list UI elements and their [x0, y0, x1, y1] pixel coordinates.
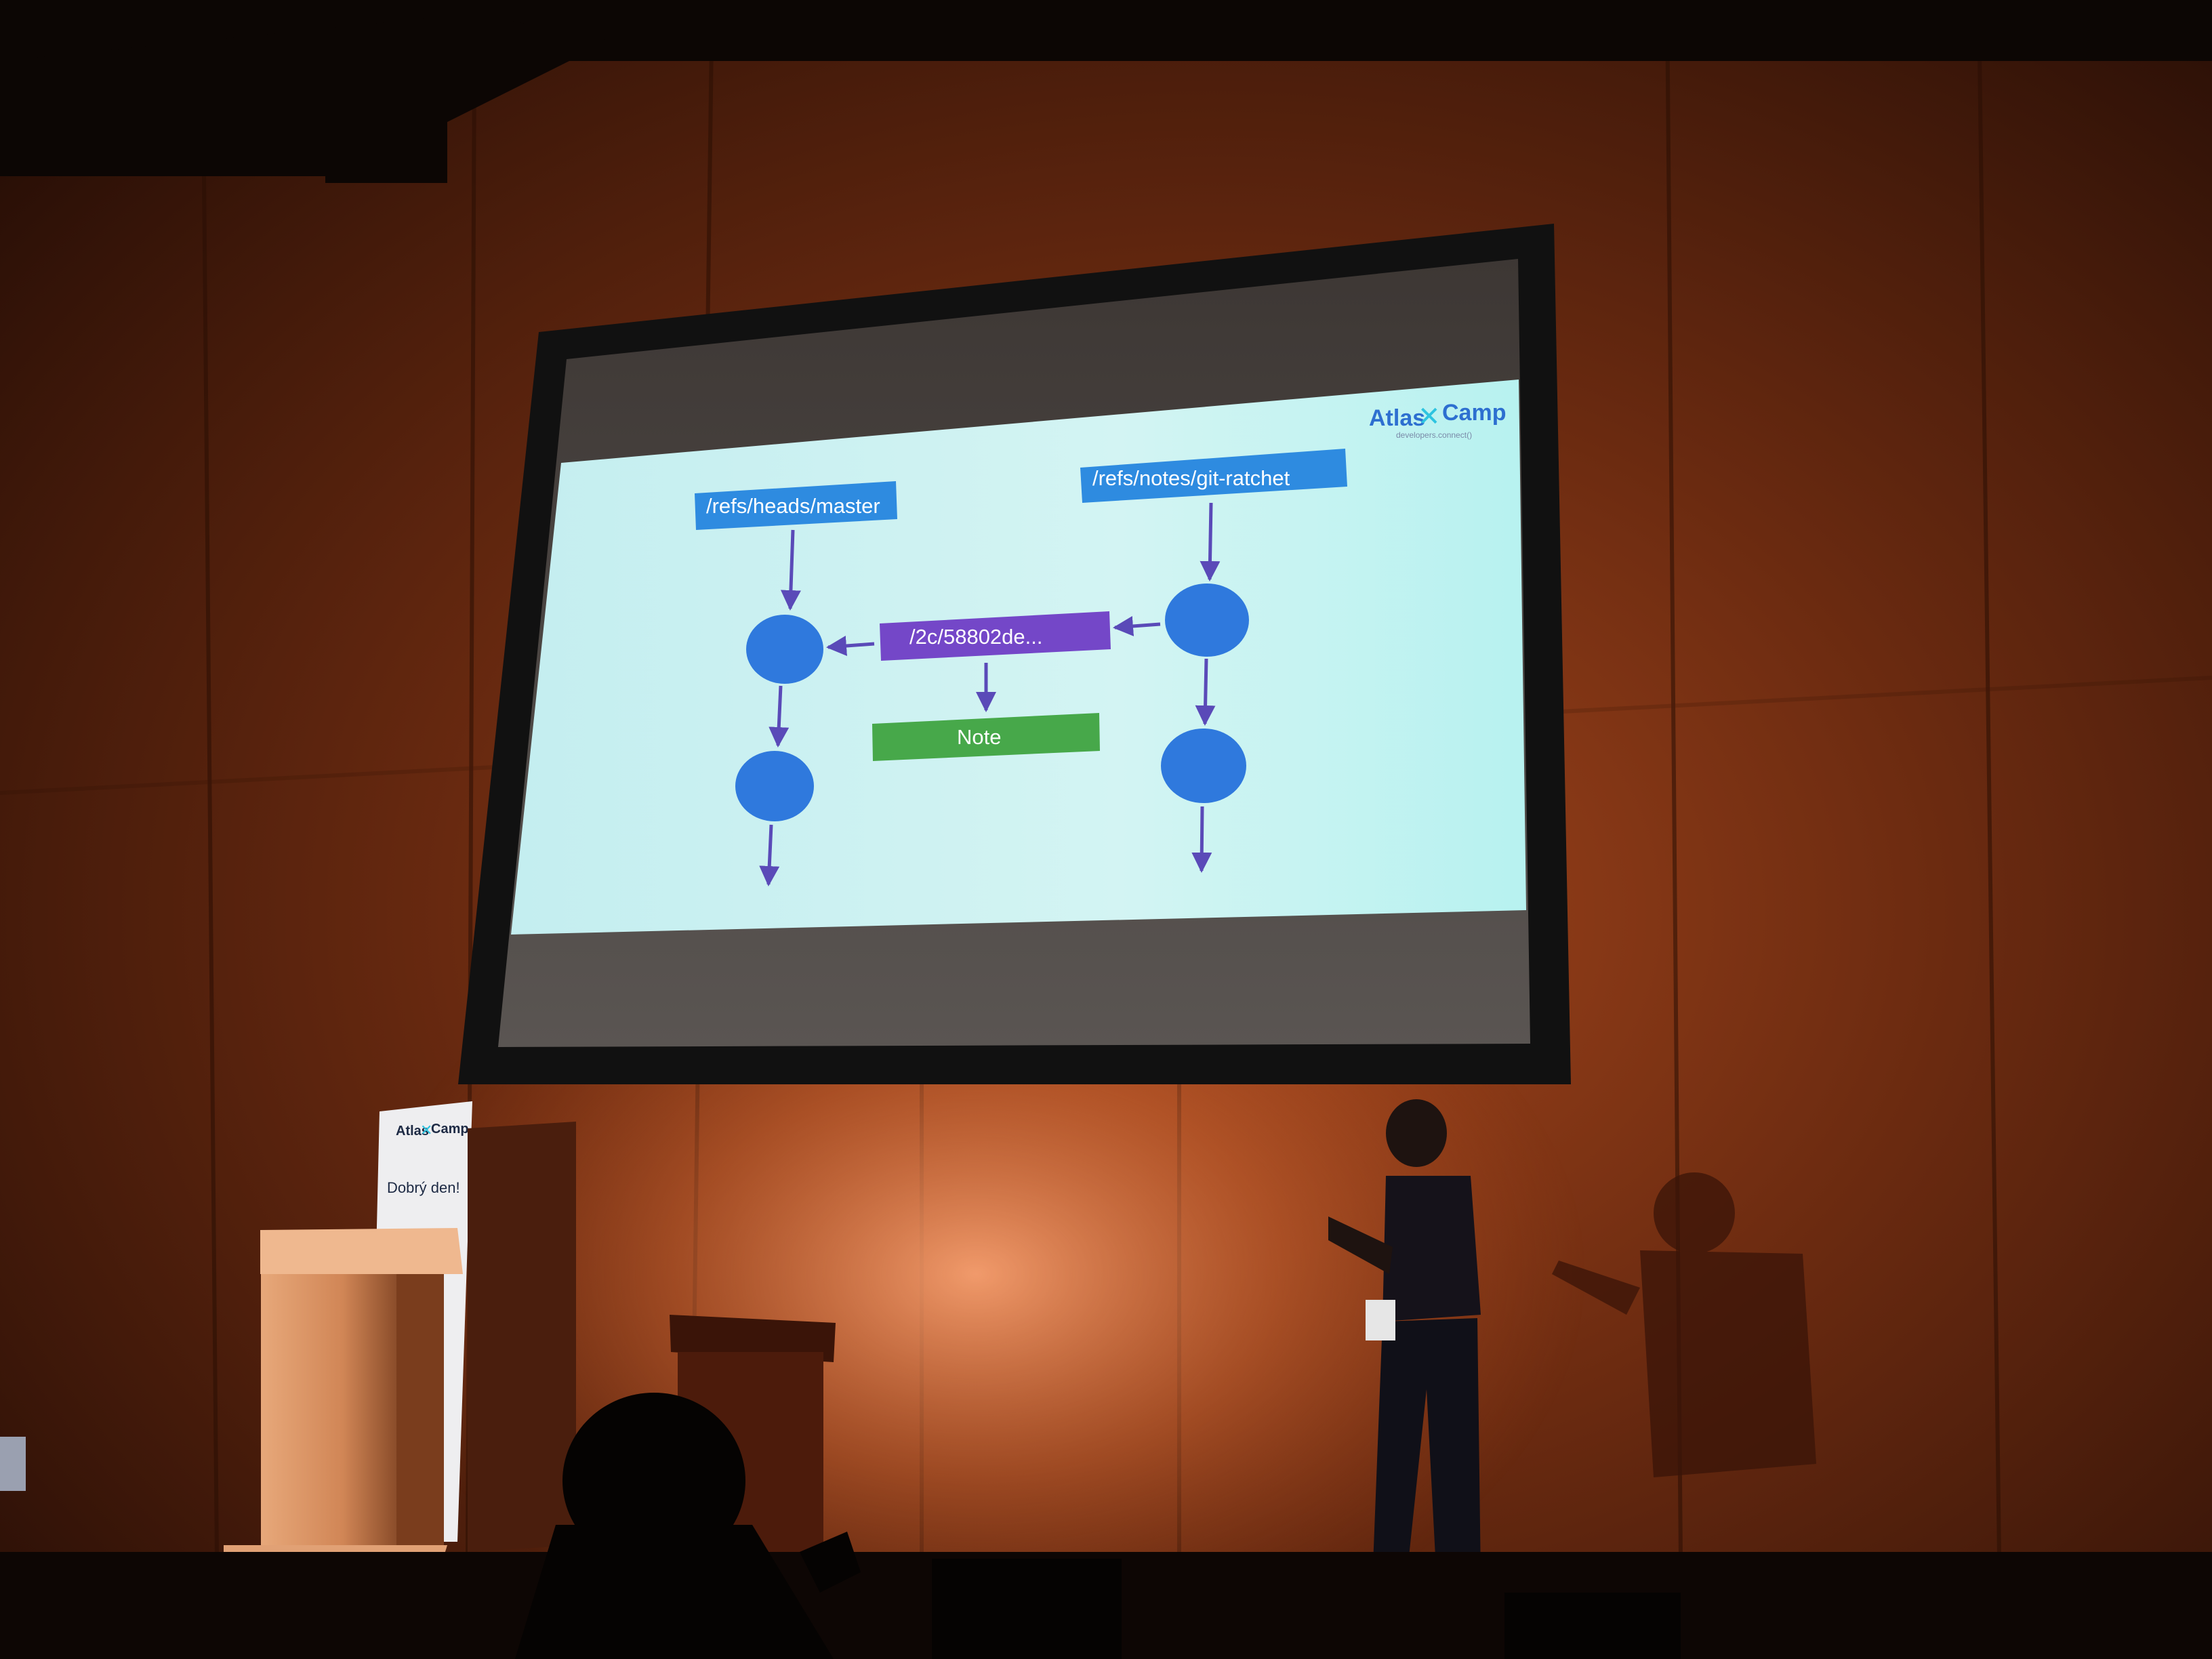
- banner-brand-right: Camp: [431, 1122, 469, 1136]
- arrow-ratchet-commit-to-object: [1113, 616, 1161, 636]
- banner-x-icon: ✕: [420, 1122, 432, 1139]
- brand-x-icon: ✕: [1418, 402, 1441, 432]
- ref-heads-master: /refs/heads/master: [695, 481, 897, 530]
- arrow-ratchet-to-commit: [1200, 502, 1221, 581]
- arrow-commit-to-commit-master: [769, 685, 790, 747]
- note-box: Note: [872, 713, 1100, 761]
- slide-brand-tagline: developers.connect(): [1396, 430, 1472, 440]
- arrow-master-to-commit: [780, 529, 801, 611]
- note-label: Note: [957, 725, 1001, 749]
- audience-silhouettes: [515, 1393, 1681, 1659]
- slide-brand-left: Atlas: [1369, 405, 1425, 431]
- banner-brand-left: Atlas: [396, 1124, 429, 1139]
- arrow-object-to-master-commit: [826, 636, 875, 656]
- slide: Atlas ✕ Camp developers.connect() /refs/…: [511, 380, 1526, 935]
- arrow-commit-to-commit-ratchet: [1195, 658, 1216, 726]
- commit-node-master-2: [735, 751, 814, 821]
- commit-nodes: [735, 583, 1249, 821]
- ref-notes-ratchet: /refs/notes/git-ratchet: [1080, 449, 1347, 503]
- commit-node-ratchet-1: [1165, 583, 1249, 657]
- presenter: [1328, 1099, 1481, 1582]
- laptop-edge: [0, 1437, 26, 1491]
- commit-node-ratchet-2: [1161, 729, 1246, 803]
- presenter-badge: [1366, 1300, 1395, 1340]
- ref-heads-master-label: /refs/heads/master: [706, 494, 880, 518]
- slide-background: [511, 380, 1526, 935]
- note-object-box: /2c/58802de...: [880, 611, 1111, 661]
- arrow-master-out: [759, 824, 780, 886]
- banner-greeting: Dobrý den!: [387, 1179, 460, 1196]
- ref-notes-ratchet-label: /refs/notes/git-ratchet: [1092, 466, 1290, 490]
- presenter-shadow: [1552, 1172, 1816, 1477]
- commit-node-master-1: [746, 615, 823, 684]
- slide-brand-logo: Atlas ✕ Camp developers.connect(): [1369, 400, 1506, 440]
- slide-brand-right: Camp: [1442, 400, 1506, 426]
- graph-arrows: [759, 502, 1221, 886]
- lectern-back: [468, 1122, 576, 1552]
- ceiling-rig: [0, 0, 2212, 183]
- note-object-label: /2c/58802de...: [909, 625, 1043, 649]
